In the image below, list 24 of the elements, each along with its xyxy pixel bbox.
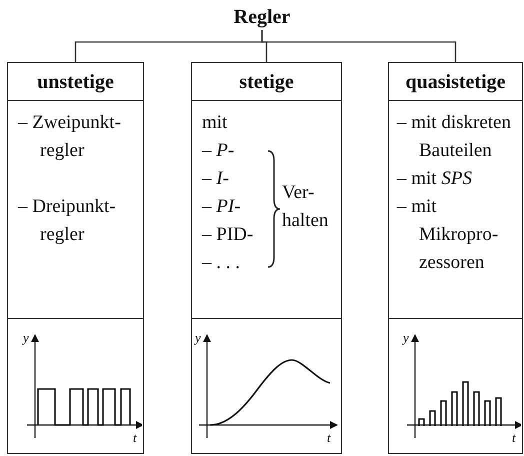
axis-label: y (195, 331, 201, 345)
category-column (191, 62, 342, 454)
axis-label: t (512, 431, 516, 445)
axis-label: t (133, 431, 137, 445)
column-header: unstetige (8, 63, 143, 101)
connector-line (261, 30, 456, 62)
column-header: quasistetige (389, 63, 522, 101)
list-item: – mit SPS (397, 167, 473, 191)
root-heading: Regler (0, 4, 524, 30)
list-item: – mit diskreten Bauteilen (397, 111, 512, 163)
list-item: – Dreipunkt- regler (18, 195, 117, 247)
category-column (7, 62, 144, 454)
category-column (388, 62, 523, 454)
list-item: – mit Mikropro- zessoren (397, 195, 500, 275)
axis-label: y (403, 331, 409, 345)
brace-label: Ver- halten (282, 181, 330, 233)
column-header: stetige (192, 63, 341, 101)
list-item: – Zweipunkt- regler (18, 111, 122, 163)
list-item: – PID- (202, 223, 254, 247)
list-item: – . . . (202, 251, 241, 275)
axis-label: y (23, 331, 29, 345)
list-item: – P- (202, 139, 236, 163)
axis-label: t (327, 431, 331, 445)
list-item: mit (202, 111, 228, 135)
